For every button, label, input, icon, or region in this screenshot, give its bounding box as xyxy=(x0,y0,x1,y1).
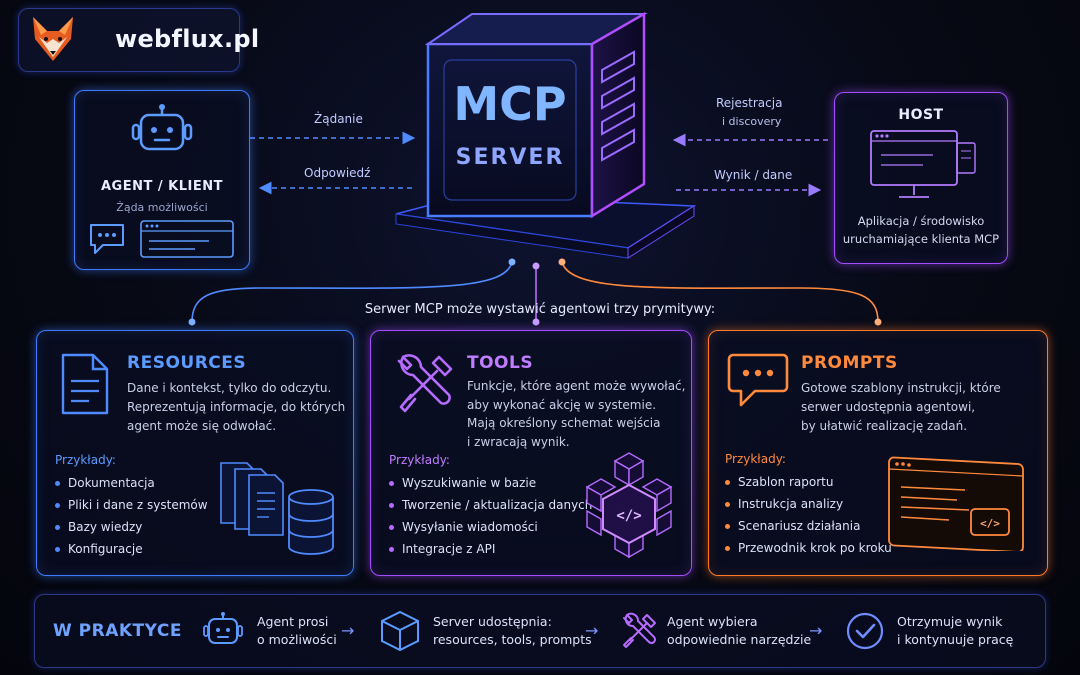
document-icon xyxy=(61,353,109,415)
tools-icon xyxy=(623,612,657,648)
resources-desc-line: Dane i kontekst, tylko do odczytu. xyxy=(127,381,332,395)
svg-text:</>: </> xyxy=(616,508,641,524)
practice-step-line: Server udostępnia: xyxy=(433,614,552,629)
prompts-desc: Gotowe szablony instrukcji, które serwer… xyxy=(801,379,1037,436)
step-arrow: → xyxy=(341,621,355,640)
host-desc-2: uruchamiające klienta MCP xyxy=(842,232,1000,246)
list-item: Przewodnik krok po kroku xyxy=(725,537,892,559)
practice-step-3: Agent wybiera odpowiednie narzędzie xyxy=(667,613,811,649)
host-title: HOST xyxy=(898,107,944,123)
list-item: Tworzenie / aktualizacja danych xyxy=(389,494,592,516)
list-item: Wysyłanie wiadomości xyxy=(389,516,592,538)
cube-icon xyxy=(381,610,419,652)
resources-title: RESOURCES xyxy=(127,353,247,373)
tools-desc-line: Funkcje, które agent może wywołać, xyxy=(467,379,686,393)
list-item: Wyszukiwanie w bazie xyxy=(389,472,592,494)
robot-icon xyxy=(131,104,193,151)
list-item: Scenariusz działania xyxy=(725,515,892,537)
agent-title: AGENT / KLIENT xyxy=(101,179,223,194)
brand-badge: webflux.pl xyxy=(18,8,259,72)
practice-step-line: o możliwości xyxy=(257,632,337,647)
prompts-examples: Szablon raportu Instrukcja analizy Scena… xyxy=(725,471,892,559)
chat-bubble-icon xyxy=(90,224,124,254)
files-database-icon xyxy=(220,462,334,555)
list-item: Pliki i dane z systemów xyxy=(55,494,208,516)
registration-label: Rejestracja xyxy=(716,96,783,110)
prompts-examples-label: Przykłady: xyxy=(725,452,786,466)
mcp-server-cube: MCP SERVER xyxy=(395,11,696,259)
resources-desc: Dane i kontekst, tylko do odczytu. Repre… xyxy=(127,379,347,436)
practice-step-line: Agent wybiera xyxy=(667,614,758,629)
tools-desc-line: aby wykonać akcję w systemie. xyxy=(467,397,657,412)
prompts-title: PROMPTS xyxy=(801,353,898,373)
discovery-label: i discovery xyxy=(722,115,782,128)
response-label: Odpowiedź xyxy=(304,166,371,180)
resources-card: RESOURCES Dane i kontekst, tylko do odcz… xyxy=(36,330,354,576)
practice-step-2: Server udostępnia: resources, tools, pro… xyxy=(433,613,592,649)
list-item: Instrukcja analizy xyxy=(725,493,892,515)
host-desc-1: Aplikacja / środowisko xyxy=(857,214,985,228)
practice-step-4: Otrzymuje wynik i kontynuuje pracę xyxy=(897,613,1013,649)
practice-title: W PRAKTYCE xyxy=(53,621,182,641)
step-arrow: → xyxy=(809,621,823,640)
agent-card: AGENT / KLIENT Żąda możliwości xyxy=(74,90,250,270)
resources-examples: Dokumentacja Pliki i dane z systemów Baz… xyxy=(55,472,208,560)
fox-logo-icon xyxy=(33,17,73,61)
list-item: Konfiguracje xyxy=(55,538,208,560)
list-item: Integracje z API xyxy=(389,538,592,560)
brand-name: webflux.pl xyxy=(115,25,260,53)
request-label: Żądanie xyxy=(314,112,363,126)
connector-resources xyxy=(191,261,513,323)
tools-card: TOOLS Funkcje, które agent może wywołać,… xyxy=(370,330,692,576)
resources-examples-label: Przykłady: xyxy=(55,453,116,467)
connector-prompts xyxy=(561,261,879,323)
result-label: Wynik / dane xyxy=(714,168,793,182)
resources-desc-line: agent może się odwołać. xyxy=(127,419,277,433)
practice-step-line: i kontynuuje pracę xyxy=(897,632,1014,647)
wrench-screwdriver-icon xyxy=(397,354,453,413)
prompts-card: PROMPTS Gotowe szablony instrukcji, któr… xyxy=(708,330,1048,576)
practice-step-line: Agent prosi xyxy=(257,614,329,629)
list-item: Bazy wiedzy xyxy=(55,516,208,538)
tools-desc: Funkcje, które agent może wywołać, aby w… xyxy=(467,377,687,451)
speech-bubble-icon xyxy=(727,353,789,407)
tools-desc-line: Mają określony schemat wejścia xyxy=(467,416,661,430)
code-cubes-icon: </> xyxy=(585,452,673,559)
robot-icon xyxy=(203,612,243,644)
practice-step-line: resources, tools, prompts xyxy=(433,632,592,647)
server-label-mcp: MCP xyxy=(453,77,566,131)
practice-step-line: Otrzymuje wynik xyxy=(897,614,1003,629)
svg-text:</>: </> xyxy=(980,517,1000,530)
server-label-server: SERVER xyxy=(456,145,565,170)
practice-bar: W PRAKTYCE Agent prosi o możliwości → Se… xyxy=(34,594,1046,668)
primitives-caption: Serwer MCP może wystawić agentowi trzy p… xyxy=(364,302,716,317)
host-card: HOST Aplikacja / środowisko uruchamiając… xyxy=(834,92,1008,264)
prompts-desc-line: serwer udostępnia agentowi, xyxy=(801,400,976,414)
checkmark-circle-icon xyxy=(846,612,884,650)
practice-step-1: Agent prosi o możliwości xyxy=(257,613,337,649)
window-list-icon xyxy=(140,220,234,258)
list-item: Dokumentacja xyxy=(55,472,208,494)
list-item: Szablon raportu xyxy=(725,471,892,493)
monitor-icon xyxy=(870,130,976,198)
resources-desc-line: Reprezentują informacje, do których xyxy=(127,400,346,414)
step-arrow: → xyxy=(585,621,599,640)
tools-desc-line: i zwracają wynik. xyxy=(467,434,570,449)
agent-subtitle: Żąda możliwości xyxy=(116,201,208,214)
tools-examples-label: Przykłady: xyxy=(389,453,450,467)
prompts-desc-line: Gotowe szablony instrukcji, które xyxy=(801,381,1001,395)
tools-title: TOOLS xyxy=(467,353,534,373)
prompts-desc-line: by ułatwić realizację zadań. xyxy=(801,419,968,433)
tools-examples: Wyszukiwanie w bazie Tworzenie / aktuali… xyxy=(389,472,592,560)
practice-step-line: odpowiednie narzędzie xyxy=(667,632,812,647)
code-template-icon: </> xyxy=(888,456,1024,551)
